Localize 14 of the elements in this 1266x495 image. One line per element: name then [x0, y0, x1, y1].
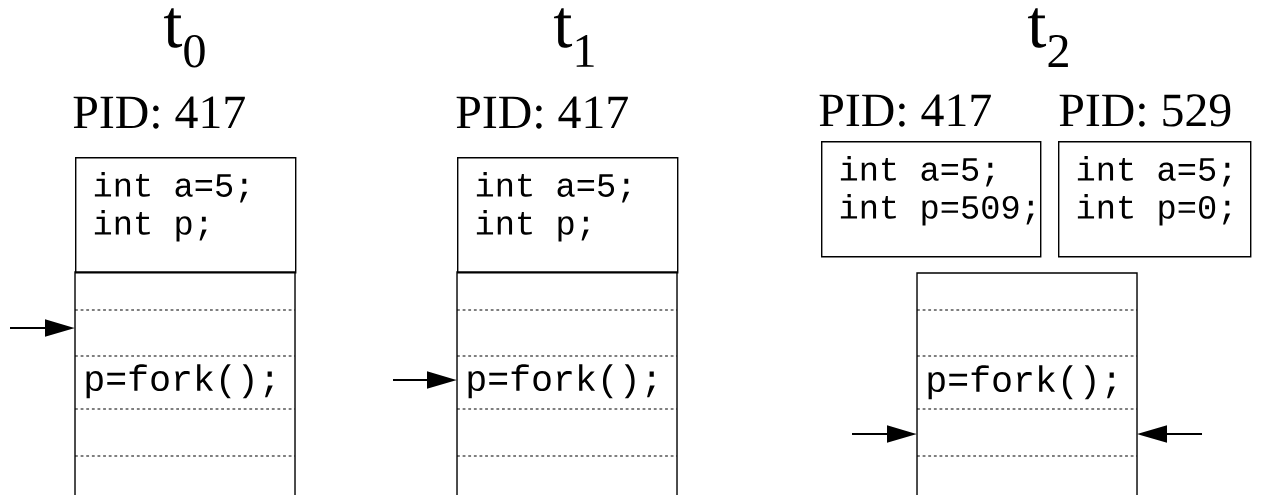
pid-heading: PID: 417 [73, 96, 245, 129]
variables-box: int a=5; int p=509; [821, 141, 1042, 258]
variables-box: int a=5; int p=0; [1058, 141, 1252, 258]
code-box: p=fork(); [916, 272, 1138, 495]
pid-heading: PID: 529 [1059, 94, 1231, 127]
code-box: p=fork(); [74, 271, 296, 495]
variables-box: int a=5; int p; [75, 157, 297, 274]
variables-box: int a=5; int p; [457, 157, 679, 274]
time-label: t$_{2}$ [1028, 8, 1068, 67]
pid-heading: PID: 417 [456, 96, 628, 129]
pid-heading: PID: 417 [819, 94, 991, 127]
time-label: t$_{0}$ [163, 8, 205, 68]
time-label: t$_{1}$ [554, 8, 594, 67]
code-box: p=fork(); [456, 271, 678, 495]
